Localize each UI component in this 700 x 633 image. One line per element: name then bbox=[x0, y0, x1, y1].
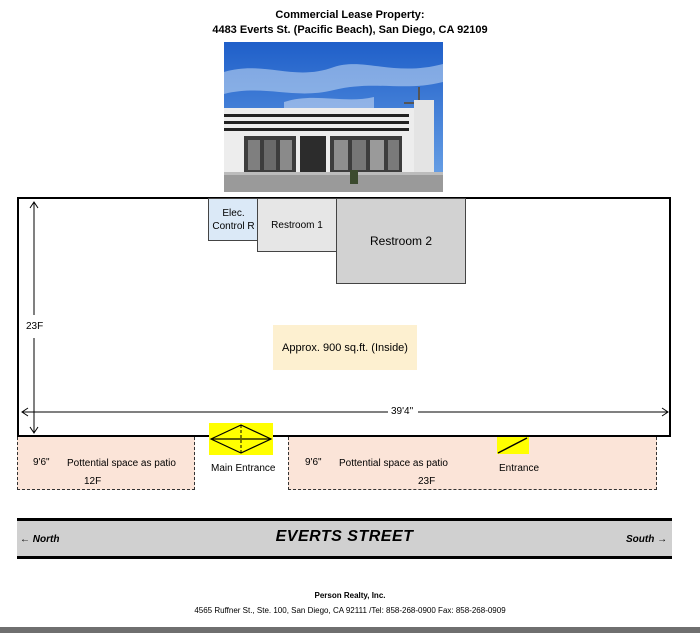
patio-left-depth: 9'6" bbox=[33, 457, 50, 468]
height-dimension: 23F bbox=[26, 321, 44, 332]
restroom-2: Restroom 2 bbox=[336, 198, 466, 284]
patio-right-width: 23F bbox=[418, 476, 436, 487]
patio-left-width: 12F bbox=[84, 476, 102, 487]
south-label: South bbox=[626, 534, 655, 545]
patio-right-depth: 9'6" bbox=[305, 457, 322, 468]
street-name: EVERTS STREET bbox=[275, 528, 414, 545]
company-name: Person Realty, Inc. bbox=[314, 591, 386, 600]
elec-room-label: Elec. Control R bbox=[212, 207, 255, 232]
area-label: Approx. 900 sq.ft. (Inside) bbox=[273, 325, 417, 370]
restroom-1: Restroom 1 bbox=[257, 198, 337, 252]
left-arrow-icon: ← bbox=[20, 534, 30, 545]
side-entrance-label: Entrance bbox=[499, 463, 540, 474]
width-dimension: 39'4" bbox=[391, 406, 414, 417]
electrical-control-room: Elec. Control R bbox=[208, 198, 259, 241]
bottom-bar bbox=[0, 627, 700, 633]
patio-left bbox=[17, 437, 195, 490]
street-band bbox=[17, 518, 672, 559]
restroom-2-label: Restroom 2 bbox=[369, 233, 433, 248]
right-arrow-icon: → bbox=[657, 534, 668, 545]
patio-left-label: Pottential space as patio bbox=[67, 458, 176, 469]
page-title: Commercial Lease Property: bbox=[275, 9, 425, 21]
restroom-1-label: Restroom 1 bbox=[271, 219, 323, 231]
north-label: North bbox=[32, 534, 60, 545]
south-direction: South → bbox=[626, 534, 667, 545]
property-address: 4483 Everts St. (Pacific Beach), San Die… bbox=[212, 24, 488, 36]
storefront-photo bbox=[224, 42, 443, 192]
side-entrance-door bbox=[497, 437, 529, 454]
patio-right-label: Pottential space as patio bbox=[339, 458, 448, 469]
company-contact: 4565 Ruffner St., Ste. 100, San Diego, C… bbox=[194, 606, 506, 615]
north-direction: ← North bbox=[20, 534, 59, 545]
patio-right bbox=[288, 437, 657, 490]
main-entrance-door bbox=[209, 423, 273, 455]
main-entrance-label: Main Entrance bbox=[211, 463, 276, 474]
